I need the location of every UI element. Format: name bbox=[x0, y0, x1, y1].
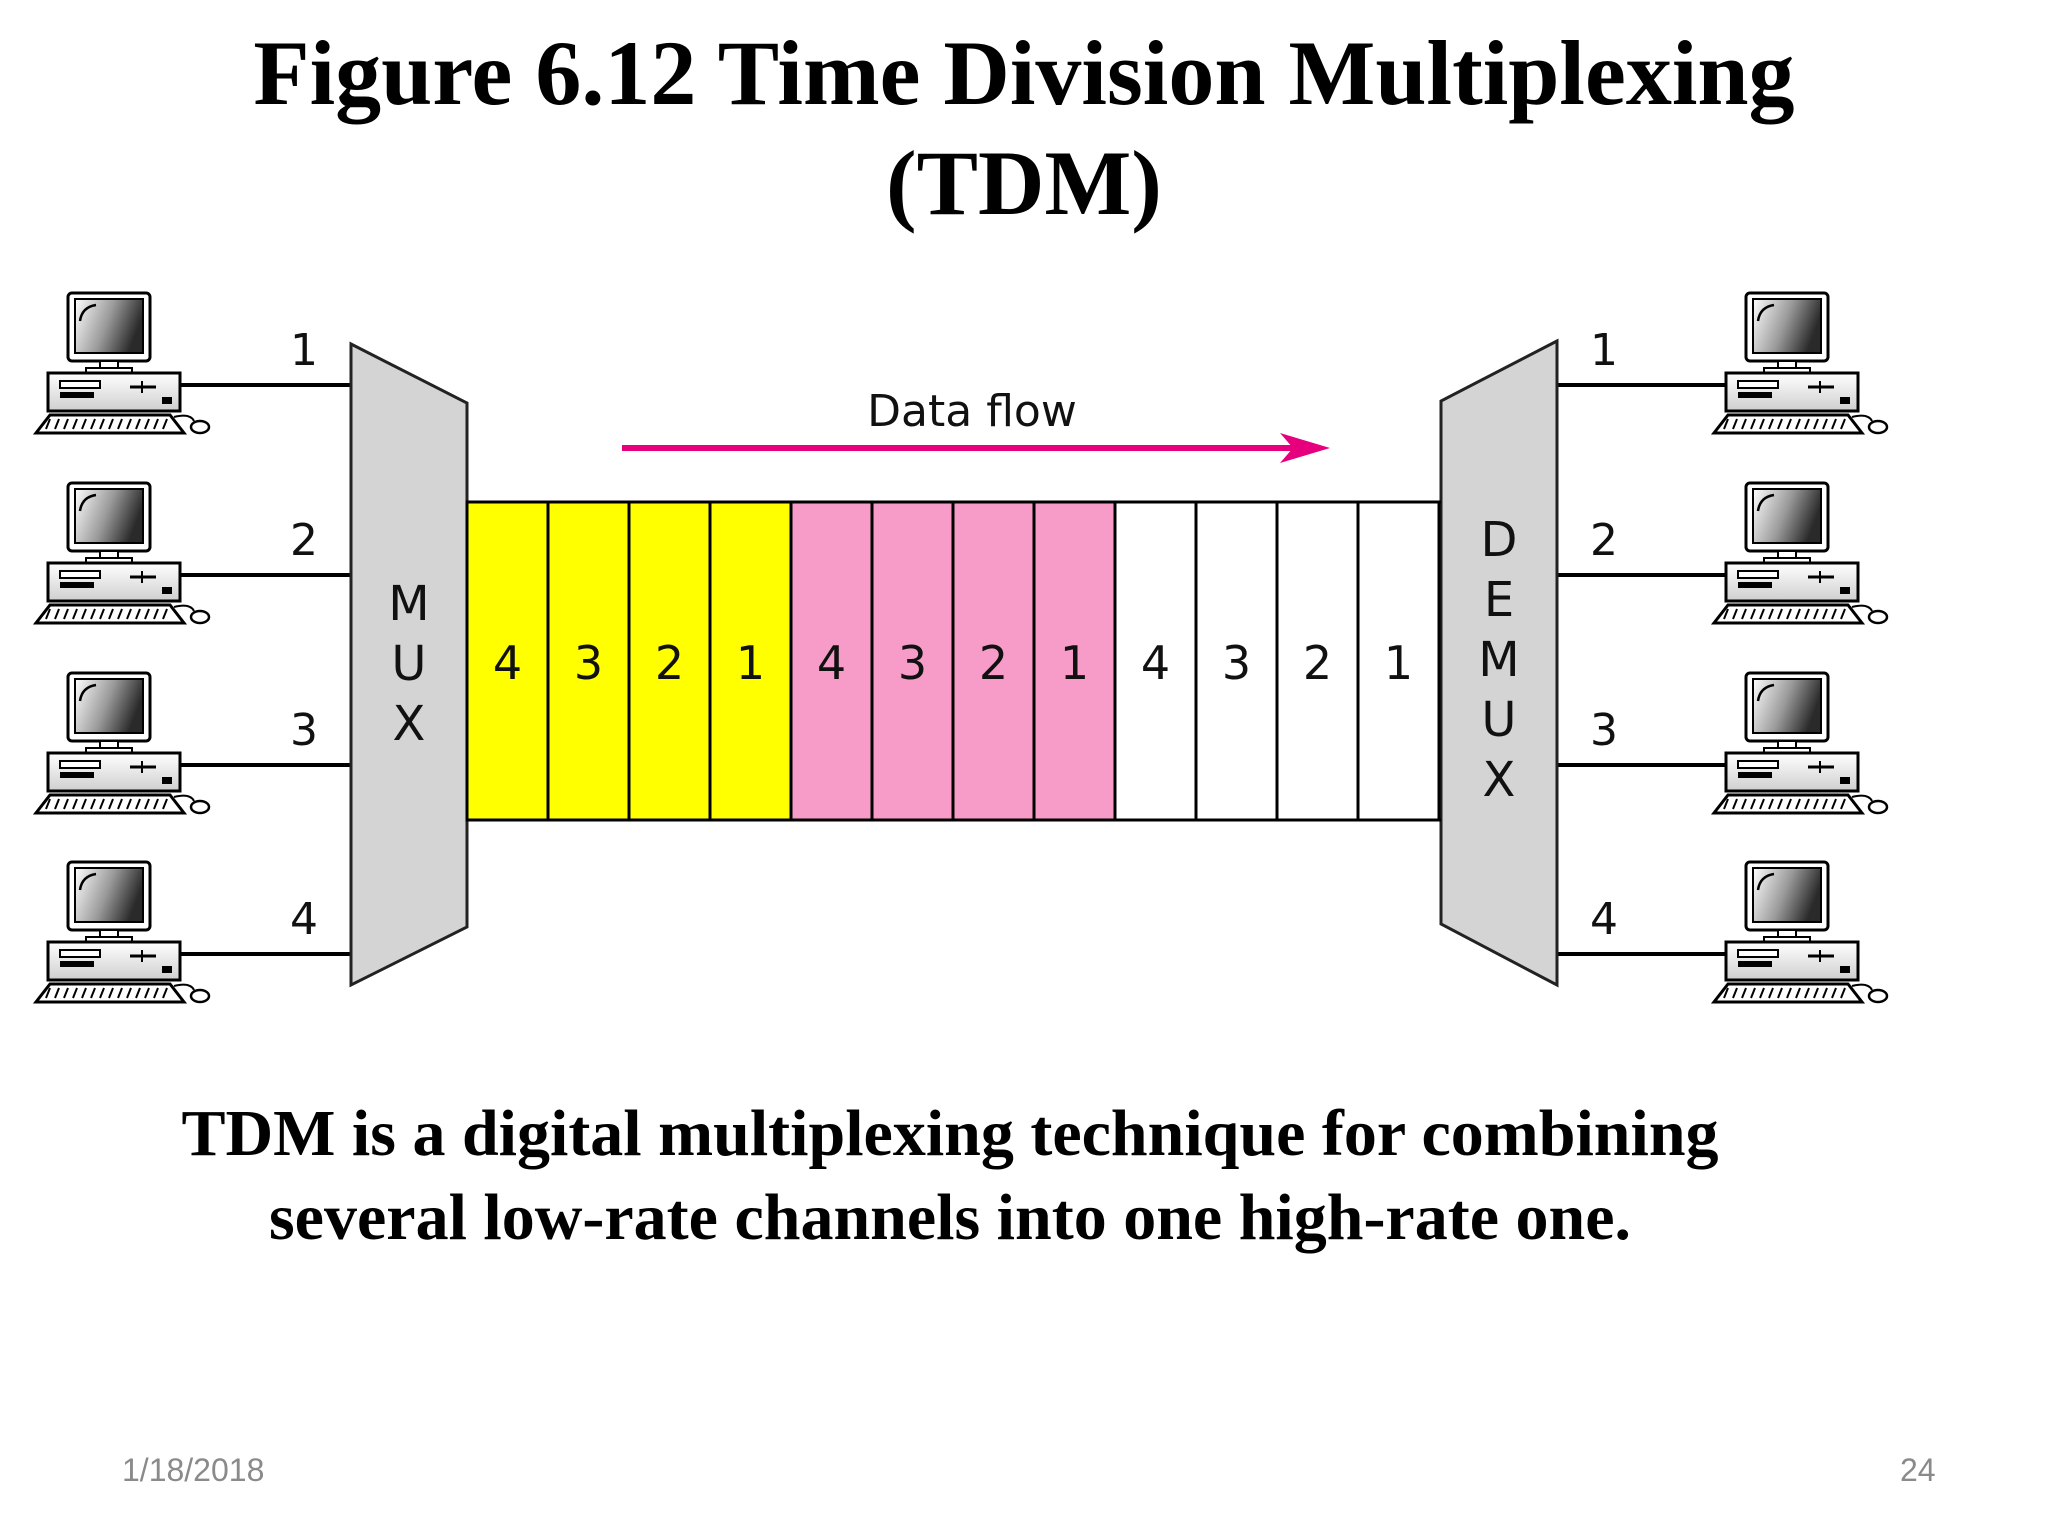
time-slot bbox=[1113, 500, 1198, 822]
title-line-1: Figure 6.12 Time Division Multiplexing bbox=[253, 22, 1795, 124]
output-channel-labels: 1 2 3 4 bbox=[1590, 325, 1618, 945]
channel-label: 2 bbox=[1590, 515, 1618, 566]
channel-label: 1 bbox=[290, 325, 318, 376]
time-slot bbox=[1356, 500, 1441, 822]
channel-label: 4 bbox=[290, 894, 318, 945]
time-slot bbox=[1194, 500, 1279, 822]
time-slot bbox=[708, 500, 793, 822]
mux-label: MUX bbox=[388, 576, 429, 752]
slot-label: 1 bbox=[1384, 636, 1413, 690]
computer-icon bbox=[32, 860, 211, 1004]
mux-block bbox=[349, 341, 469, 988]
computer-icon bbox=[32, 481, 211, 625]
input-channel-labels: 1 2 3 4 bbox=[290, 325, 318, 945]
time-slot bbox=[627, 500, 712, 822]
channel-label: 3 bbox=[1590, 705, 1618, 756]
slot-label: 2 bbox=[655, 636, 684, 690]
time-slot bbox=[870, 500, 955, 822]
mux-letter: M bbox=[388, 576, 429, 632]
time-slot bbox=[1275, 500, 1360, 822]
computer-icon bbox=[1710, 860, 1889, 1004]
channel-label: 4 bbox=[1590, 894, 1618, 945]
input-lines bbox=[156, 383, 351, 956]
slot-label: 1 bbox=[1060, 636, 1089, 690]
demux-letter: X bbox=[1483, 752, 1516, 808]
sender-computers bbox=[32, 291, 211, 1004]
channel-label: 2 bbox=[290, 515, 318, 566]
mux-letter: X bbox=[393, 696, 426, 752]
slot-label: 3 bbox=[1222, 636, 1251, 690]
demux-letter: D bbox=[1481, 512, 1518, 568]
data-flow-arrow bbox=[622, 433, 1330, 463]
slot-label: 2 bbox=[1303, 636, 1332, 690]
channel-label: 3 bbox=[290, 705, 318, 756]
time-slot bbox=[789, 500, 874, 822]
caption-line-1: TDM is a digital multiplexing technique … bbox=[181, 1097, 1719, 1170]
slide-title: Figure 6.12 Time Division Multiplexing (… bbox=[0, 18, 2048, 238]
time-slot bbox=[546, 500, 631, 822]
receiver-computers bbox=[1710, 291, 1889, 1004]
demux-letter: M bbox=[1478, 632, 1519, 688]
data-flow-label: Data flow bbox=[867, 386, 1077, 437]
slot-label: 3 bbox=[574, 636, 603, 690]
channel-label: 1 bbox=[1590, 325, 1618, 376]
slot-label: 3 bbox=[898, 636, 927, 690]
time-slot bbox=[951, 500, 1036, 822]
caption: TDM is a digital multiplexing technique … bbox=[0, 1092, 1900, 1260]
computer-icon bbox=[1710, 291, 1889, 435]
computer-icon bbox=[1710, 481, 1889, 625]
demux-letter: E bbox=[1484, 572, 1514, 628]
demux-block bbox=[1439, 338, 1559, 988]
slot-label: 4 bbox=[817, 636, 846, 690]
slot-label: 1 bbox=[736, 636, 765, 690]
title-line-2: (TDM) bbox=[886, 132, 1162, 234]
slot-label: 4 bbox=[493, 636, 522, 690]
demux-letter: U bbox=[1481, 692, 1516, 748]
slot-label: 2 bbox=[979, 636, 1008, 690]
time-slot bbox=[1032, 500, 1117, 822]
slot-label: 4 bbox=[1141, 636, 1170, 690]
caption-line-2: several low-rate channels into one high-… bbox=[269, 1181, 1631, 1254]
mux-letter: U bbox=[391, 636, 426, 692]
time-slot bbox=[465, 500, 550, 822]
computer-icon bbox=[32, 671, 211, 815]
page-number: 24 bbox=[1900, 1452, 1936, 1488]
computer-icon bbox=[1710, 671, 1889, 815]
output-lines bbox=[1557, 383, 1745, 956]
footer-date: 1/18/2018 bbox=[122, 1452, 265, 1488]
computer-icon bbox=[32, 291, 211, 435]
